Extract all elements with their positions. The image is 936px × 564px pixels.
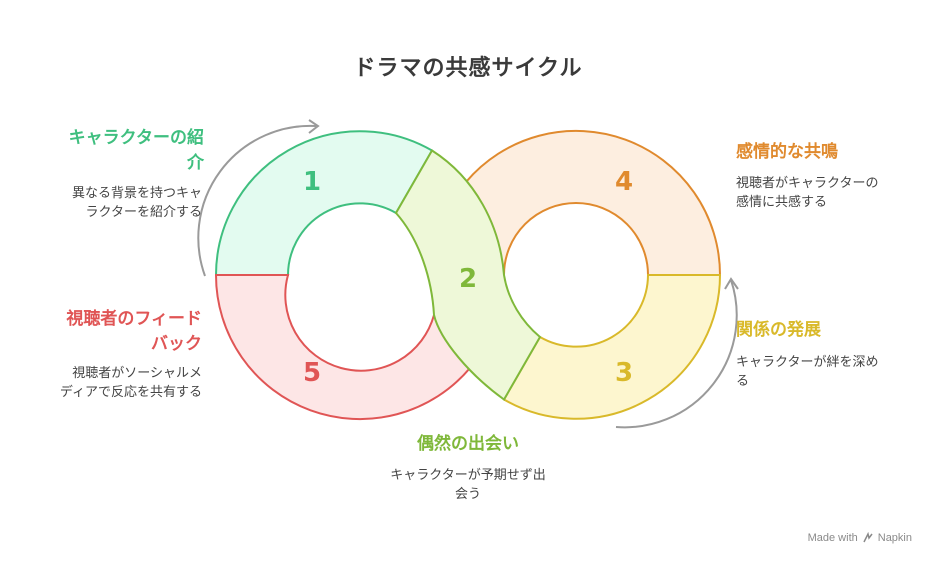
segment-5-number: 5 — [303, 358, 321, 388]
step-3-title: 関係の発展 — [736, 320, 821, 340]
segment-3-number: 3 — [615, 358, 633, 388]
step-5-description: 視聴者がソーシャルメ ディアで反応を共有する — [59, 366, 202, 400]
segment-4-number: 4 — [615, 167, 633, 197]
step-2-description: キャラクターが予期せず出 会う — [390, 468, 546, 502]
step-4-description: 視聴者がキャラクターの 感情に共感する — [736, 176, 879, 210]
made-with-napkin-credit: Made with Napkin — [808, 532, 912, 544]
step-2-title: 偶然の出会い — [417, 434, 519, 454]
napkin-brand: Napkin — [877, 532, 912, 544]
made-with-label: Made with — [807, 532, 858, 544]
step-1-description: 異なる背景を持つキャ ラクターを紹介する — [71, 186, 202, 220]
step-4-title: 感情的な共鳴 — [736, 142, 838, 162]
page-title: ドラマの共感サイクル — [353, 56, 583, 81]
step-5-title: 視聴者のフィード バック — [66, 309, 202, 354]
segment-4 — [464, 129, 722, 276]
segment-2 — [394, 149, 542, 401]
napkin-logo-icon — [863, 532, 873, 543]
left-cycle-arrow — [197, 119, 320, 277]
segment-1 — [214, 130, 434, 276]
step-1-title: キャラクターの紹 介 — [68, 128, 204, 173]
segment-2-number: 2 — [459, 264, 477, 294]
right-cycle-arrow — [615, 277, 739, 429]
step-3-description: キャラクターが絆を深め る — [736, 355, 879, 389]
segment-3 — [502, 274, 722, 420]
segment-1-number: 1 — [303, 167, 321, 197]
